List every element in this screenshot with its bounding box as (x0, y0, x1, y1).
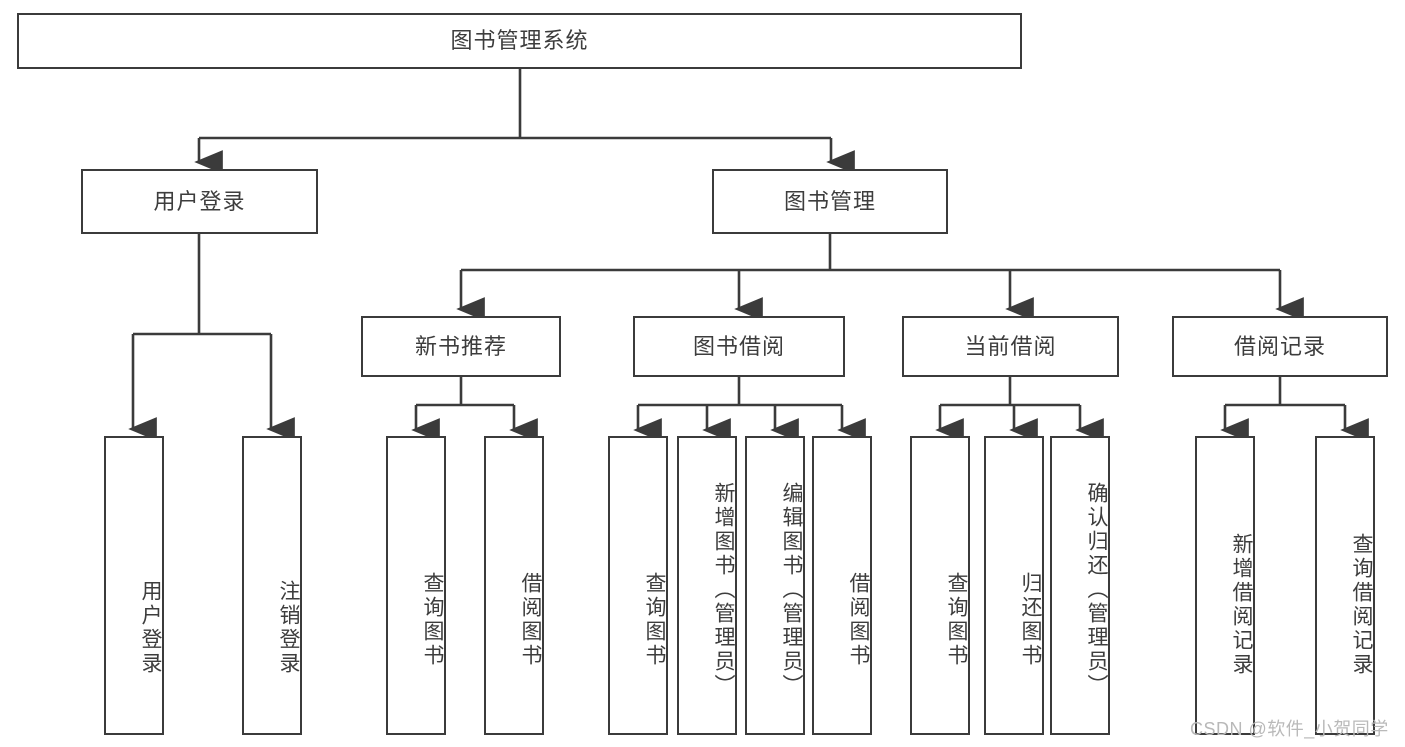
node-book-manage[interactable]: 图书管理 (712, 169, 948, 234)
leaf-query-book-2-label: 查询图书 (643, 571, 666, 668)
leaf-return-book-label: 归还图书 (1019, 571, 1042, 668)
node-new-book-recommend[interactable]: 新书推荐 (361, 316, 561, 377)
leaf-borrow-book-1-label: 借阅图书 (519, 571, 542, 668)
node-borrow-record[interactable]: 借阅记录 (1172, 316, 1388, 377)
leaf-confirm-return-admin-label: 确认归还（管理员） (1085, 481, 1108, 698)
leaf-logout-login[interactable]: 注销登录 (242, 436, 302, 735)
leaf-confirm-return-admin[interactable]: 确认归还（管理员） (1050, 436, 1110, 735)
node-book-borrow[interactable]: 图书借阅 (633, 316, 845, 377)
node-new-book-recommend-label: 新书推荐 (414, 333, 507, 359)
leaf-add-book-admin[interactable]: 新增图书（管理员） (677, 436, 737, 735)
node-book-borrow-label: 图书借阅 (692, 333, 785, 359)
node-user-login[interactable]: 用户登录 (81, 169, 318, 234)
leaf-query-borrow-record[interactable]: 查询借阅记录 (1315, 436, 1375, 735)
leaf-query-book-3-label: 查询图书 (945, 571, 968, 668)
leaf-add-borrow-record-label: 新增借阅记录 (1230, 532, 1253, 677)
leaf-query-borrow-record-label: 查询借阅记录 (1350, 532, 1373, 677)
leaf-query-book-2[interactable]: 查询图书 (608, 436, 668, 735)
leaf-user-login-label: 用户登录 (139, 579, 162, 676)
leaf-add-book-admin-label: 新增图书（管理员） (712, 481, 735, 698)
watermark-text: CSDN @软件_小贺同学 (1190, 719, 1389, 739)
node-book-manage-label: 图书管理 (783, 188, 876, 214)
node-current-borrow-label: 当前借阅 (964, 333, 1057, 359)
leaf-user-login[interactable]: 用户登录 (104, 436, 164, 735)
leaf-borrow-book-2-label: 借阅图书 (847, 571, 870, 668)
node-root[interactable]: 图书管理系统 (17, 13, 1022, 69)
node-borrow-record-label: 借阅记录 (1233, 333, 1326, 359)
leaf-edit-book-admin-label: 编辑图书（管理员） (780, 481, 803, 698)
leaf-query-book-1[interactable]: 查询图书 (386, 436, 446, 735)
node-user-login-label: 用户登录 (153, 188, 246, 214)
leaf-return-book[interactable]: 归还图书 (984, 436, 1044, 735)
leaf-borrow-book-1[interactable]: 借阅图书 (484, 436, 544, 735)
leaf-query-book-3[interactable]: 查询图书 (910, 436, 970, 735)
leaf-logout-login-label: 注销登录 (277, 579, 300, 676)
leaf-borrow-book-2[interactable]: 借阅图书 (812, 436, 872, 735)
node-current-borrow[interactable]: 当前借阅 (902, 316, 1119, 377)
node-root-label: 图书管理系统 (450, 28, 589, 54)
leaf-edit-book-admin[interactable]: 编辑图书（管理员） (745, 436, 805, 735)
leaf-add-borrow-record[interactable]: 新增借阅记录 (1195, 436, 1255, 735)
leaf-query-book-1-label: 查询图书 (421, 571, 444, 668)
